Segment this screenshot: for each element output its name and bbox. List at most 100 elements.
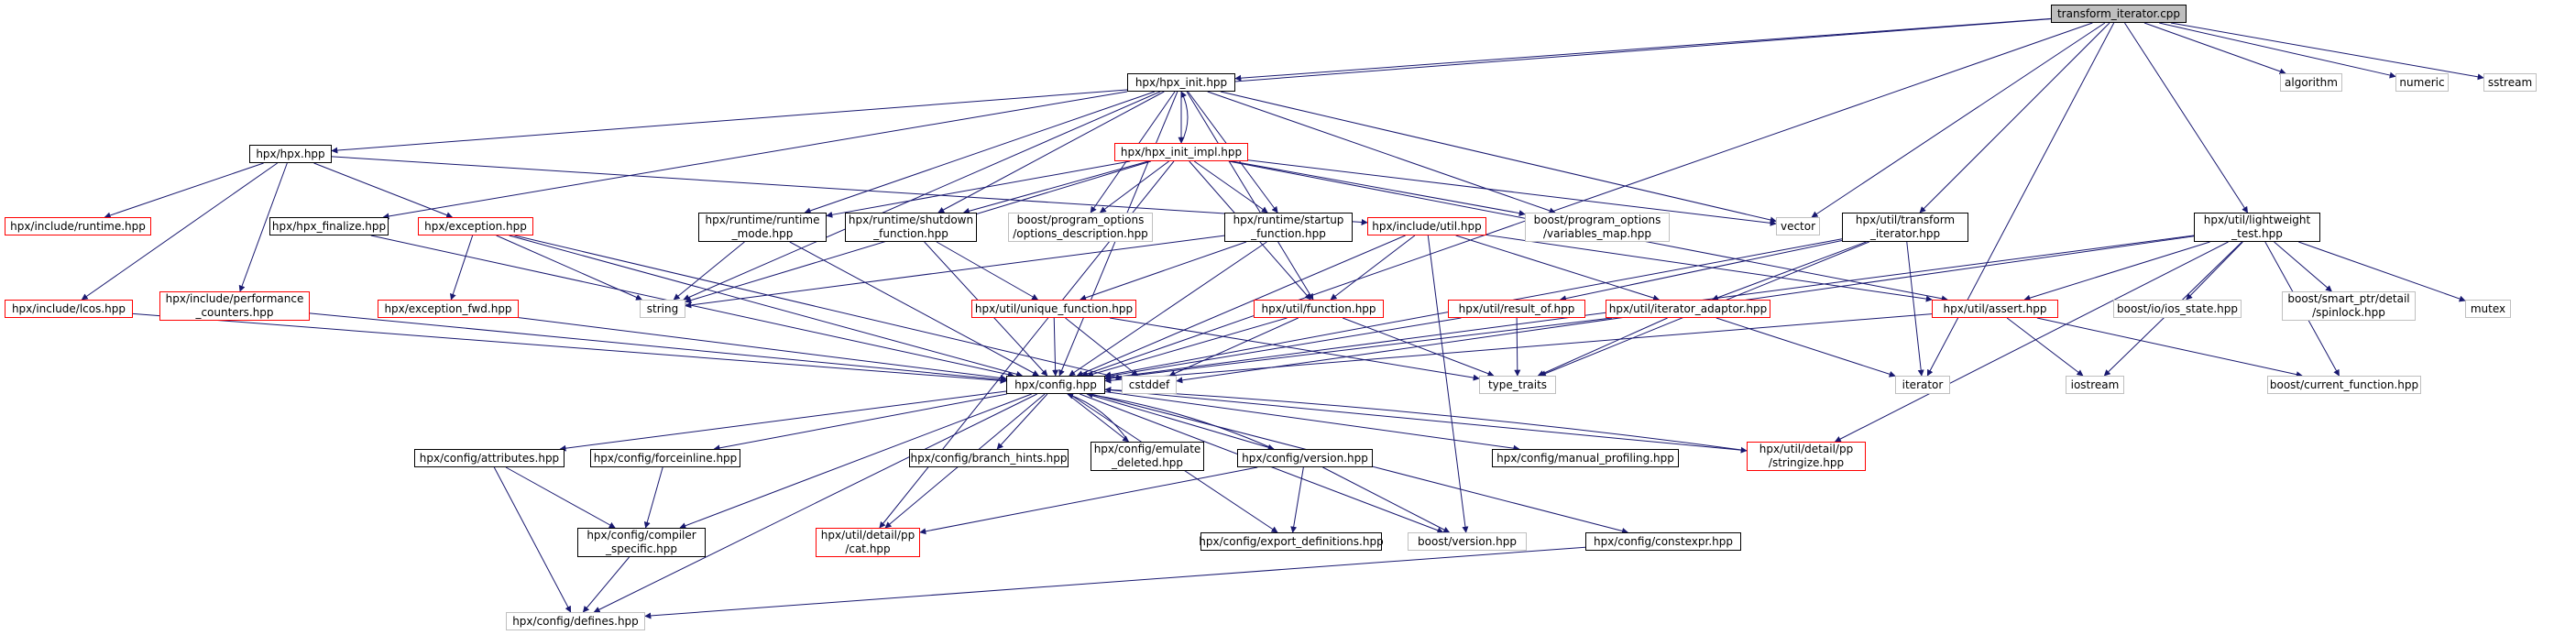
edge-rt-startup-to-string bbox=[685, 235, 1225, 309]
edge-root-to-vector bbox=[1811, 22, 2106, 218]
node-cfg-version[interactable]: hpx/config/version.hpp bbox=[1237, 449, 1373, 467]
edge-config-to-cfg-forceinline bbox=[713, 393, 1007, 452]
node-util-fn[interactable]: hpx/util/function.hpp bbox=[1254, 300, 1384, 318]
edge-rt-startup-to-unique-fn bbox=[1080, 241, 1247, 301]
node-unique-fn[interactable]: hpx/util/unique_function.hpp bbox=[971, 300, 1136, 318]
node-hpx-hpp[interactable]: hpx/hpx.hpp bbox=[249, 145, 332, 163]
node-iter-adaptor[interactable]: hpx/util/iterator_adaptor.hpp bbox=[1606, 300, 1770, 318]
edge-cfg-attrs-to-cfg-defines bbox=[493, 466, 572, 613]
edge-result-of-to-config bbox=[1104, 317, 1462, 379]
edge-config-to-stringize bbox=[1104, 389, 1748, 454]
edge-inc-util-to-iter-adaptor bbox=[1455, 235, 1660, 301]
edge-result-of-to-type-traits bbox=[1514, 317, 1521, 377]
edge-root-to-hpx-init bbox=[1234, 17, 2052, 82]
node-spinlock: boost/smart_ptr/detail /spinlock.hpp bbox=[2282, 291, 2416, 321]
edges-layer bbox=[81, 17, 2484, 619]
edge-root-to-algorithm bbox=[2143, 22, 2286, 75]
node-sstream: sstream bbox=[2483, 73, 2537, 92]
edge-config-to-cfg-attrs bbox=[559, 390, 1007, 452]
edge-root-to-config bbox=[1080, 22, 2093, 378]
edge-unique-fn-to-cstddef bbox=[1065, 317, 1139, 377]
edge-config-to-cfg-defines bbox=[593, 393, 1037, 613]
node-hpx-init[interactable]: hpx/hpx_init.hpp bbox=[1127, 73, 1235, 92]
edge-hpx-init-to-hpx-finalize bbox=[382, 91, 1128, 220]
edge-rt-mode-to-string bbox=[673, 241, 745, 301]
node-po-vars: boost/program_options /variables_map.hpp bbox=[1525, 213, 1670, 242]
node-hpx-finalize[interactable]: hpx/hpx_finalize.hpp bbox=[269, 217, 389, 235]
node-root[interactable]: transform_iterator.cpp bbox=[2051, 5, 2187, 23]
edge-hpx-init-to-po-vars bbox=[1207, 91, 1556, 214]
node-util-assert[interactable]: hpx/util/assert.hpp bbox=[1932, 300, 2058, 318]
edge-util-assert-to-cur-function bbox=[2036, 317, 2303, 378]
node-rt-startup[interactable]: hpx/runtime/startup _function.hpp bbox=[1224, 213, 1353, 242]
node-inc-lcos[interactable]: hpx/include/lcos.hpp bbox=[5, 300, 133, 318]
node-cfg-compiler[interactable]: hpx/config/compiler _specific.hpp bbox=[577, 528, 706, 557]
edge-hpx-hpp-to-exception bbox=[313, 162, 454, 218]
edge-inc-util-to-util-assert bbox=[1485, 234, 1933, 302]
node-inc-runtime[interactable]: hpx/include/runtime.hpp bbox=[5, 217, 151, 235]
node-vector: vector bbox=[1776, 217, 1820, 235]
edge-util-lw-to-ios-state bbox=[2186, 241, 2243, 301]
edge-util-lw-to-spinlock bbox=[2274, 241, 2332, 292]
node-cfg-manual[interactable]: hpx/config/manual_profiling.hpp bbox=[1492, 449, 1679, 467]
edge-hpx-init-to-util-fn bbox=[1186, 91, 1314, 301]
edge-config-to-cfg-version bbox=[1086, 393, 1275, 451]
edge-inc-lcos-to-config bbox=[132, 312, 1007, 384]
edge-hpx-init-to-string bbox=[683, 91, 1161, 301]
edge-rt-shutdown-to-unique-fn bbox=[936, 241, 1039, 301]
node-config[interactable]: hpx/config.hpp bbox=[1006, 376, 1105, 394]
edge-hpx-hpp-to-inc-perf bbox=[238, 162, 288, 292]
node-util-transform[interactable]: hpx/util/transform _iterator.hpp bbox=[1842, 213, 1968, 242]
node-cfg-forceinline[interactable]: hpx/config/forceinline.hpp bbox=[590, 449, 740, 467]
node-hpx-init-impl[interactable]: hpx/hpx_init_impl.hpp bbox=[1114, 143, 1248, 161]
edge-cfg-version-to-boost-version bbox=[1322, 466, 1451, 533]
node-boost-version: boost/version.hpp bbox=[1408, 532, 1527, 551]
edge-inc-util-to-boost-version bbox=[1427, 235, 1469, 533]
edge-util-assert-to-config bbox=[1104, 313, 1933, 384]
node-ios-state: boost/io/ios_state.hpp bbox=[2113, 300, 2242, 318]
node-inc-perf[interactable]: hpx/include/performance _counters.hpp bbox=[159, 291, 310, 321]
node-stringize[interactable]: hpx/util/detail/pp /stringize.hpp bbox=[1747, 442, 1866, 471]
node-cfg-branch[interactable]: hpx/config/branch_hints.hpp bbox=[909, 449, 1069, 467]
node-cfg-attrs[interactable]: hpx/config/attributes.hpp bbox=[414, 449, 565, 467]
edge-hpx-finalize-to-config bbox=[370, 235, 1014, 378]
node-cfg-constexpr[interactable]: hpx/config/constexpr.hpp bbox=[1585, 532, 1741, 551]
edge-exception-to-config bbox=[509, 235, 1024, 378]
edge-root-to-util-transform bbox=[1919, 22, 2110, 213]
edge-hpx-init-impl-to-rt-mode bbox=[826, 160, 1131, 218]
edge-cfg-version-to-pp-cat bbox=[919, 466, 1258, 535]
node-cfg-defines: hpx/config/defines.hpp bbox=[506, 612, 645, 630]
edge-hpx-init-impl-to-po-options bbox=[1099, 160, 1169, 213]
node-rt-shutdown[interactable]: hpx/runtime/shutdown _function.hpp bbox=[845, 213, 977, 242]
node-exc-fwd[interactable]: hpx/exception_fwd.hpp bbox=[378, 300, 519, 318]
edge-util-assert-to-iostream bbox=[2006, 317, 2084, 377]
edge-cfg-version-to-cfg-export bbox=[1290, 466, 1304, 533]
node-cfg-export[interactable]: hpx/config/export_definitions.hpp bbox=[1199, 532, 1384, 551]
edge-stringize-to-config bbox=[1104, 386, 1748, 452]
node-pp-cat[interactable]: hpx/util/detail/pp /cat.hpp bbox=[816, 528, 920, 557]
edge-hpx-init-to-rt-mode bbox=[804, 91, 1156, 214]
edge-hpx-init-impl-to-rt-startup bbox=[1193, 160, 1268, 213]
node-numeric: numeric bbox=[2395, 73, 2449, 92]
edge-exc-fwd-to-config bbox=[518, 317, 1007, 381]
edge-util-lw-to-mutex bbox=[2298, 241, 2466, 302]
node-util-lw[interactable]: hpx/util/lightweight _test.hpp bbox=[2194, 213, 2320, 242]
edge-hpx-init-to-vector bbox=[1220, 91, 1777, 224]
edge-util-transform-to-iter-adaptor bbox=[1711, 241, 1867, 301]
edge-util-transform-to-iterator bbox=[1906, 241, 1924, 377]
node-cfg-emulate[interactable]: hpx/config/emulate _deleted.hpp bbox=[1091, 442, 1204, 471]
node-rt-mode[interactable]: hpx/runtime/runtime _mode.hpp bbox=[698, 213, 827, 242]
node-iostream: iostream bbox=[2066, 376, 2124, 394]
node-result-of[interactable]: hpx/util/result_of.hpp bbox=[1448, 300, 1585, 318]
node-inc-util[interactable]: hpx/include/util.hpp bbox=[1367, 217, 1486, 235]
edge-inc-perf-to-config bbox=[309, 312, 1007, 383]
edge-exception-to-exc-fwd bbox=[450, 235, 474, 301]
edge-rt-mode-to-config bbox=[789, 241, 1040, 377]
node-exception[interactable]: hpx/exception.hpp bbox=[418, 217, 533, 235]
edge-iter-adaptor-to-config bbox=[1104, 317, 1612, 382]
node-algorithm: algorithm bbox=[2280, 73, 2342, 92]
edge-config-to-cfg-compiler bbox=[679, 393, 1032, 530]
edge-hpx-hpp-to-inc-runtime bbox=[104, 162, 264, 219]
edge-rt-startup-to-config bbox=[1069, 241, 1267, 377]
